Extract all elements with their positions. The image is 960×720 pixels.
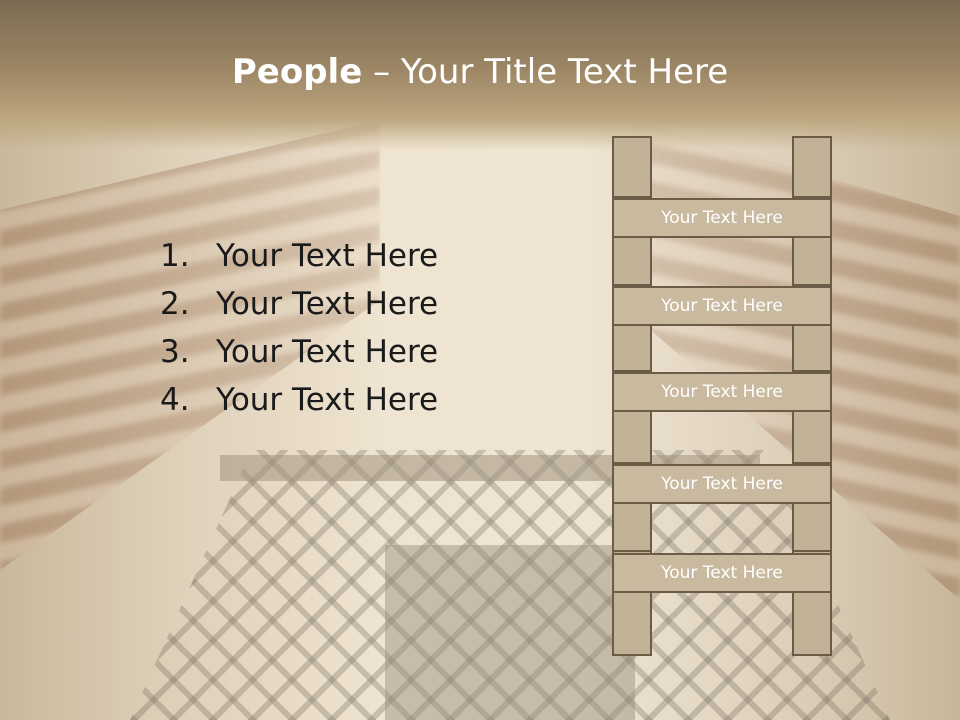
rail-segment-line — [792, 196, 832, 198]
list-item: 3. Your Text Here — [160, 328, 438, 376]
list-text: Your Text Here — [216, 334, 439, 370]
list-number: 4. — [160, 382, 190, 418]
rail-segment-line — [792, 370, 832, 372]
numbered-list[interactable]: 1. Your Text Here 2. Your Text Here 3. Y… — [160, 232, 438, 424]
list-item: 1. Your Text Here — [160, 232, 438, 280]
ladder-rung-5[interactable]: Your Text Here — [612, 553, 832, 593]
rail-segment-line — [612, 550, 652, 552]
list-number: 2. — [160, 286, 190, 322]
list-number: 1. — [160, 238, 190, 274]
ladder-rung-4[interactable]: Your Text Here — [612, 464, 832, 504]
slide-title[interactable]: People – Your Title Text Here — [0, 52, 960, 92]
ladder-rung-2[interactable]: Your Text Here — [612, 286, 832, 326]
rung-label: Your Text Here — [661, 474, 783, 494]
cart-panel — [385, 545, 635, 720]
ladder-rung-1[interactable]: Your Text Here — [612, 198, 832, 238]
list-item: 2. Your Text Here — [160, 280, 438, 328]
title-band — [0, 0, 960, 150]
list-text: Your Text Here — [216, 382, 439, 418]
rail-segment-line — [612, 196, 652, 198]
list-text: Your Text Here — [216, 286, 439, 322]
rung-label: Your Text Here — [661, 563, 783, 583]
rail-segment-line — [792, 550, 832, 552]
title-bold: People — [231, 52, 363, 92]
rail-segment-line — [792, 462, 832, 464]
rung-label: Your Text Here — [661, 208, 783, 228]
list-text: Your Text Here — [216, 238, 439, 274]
ladder-rung-3[interactable]: Your Text Here — [612, 372, 832, 412]
rail-segment-line — [612, 462, 652, 464]
rung-label: Your Text Here — [661, 382, 783, 402]
rail-segment-line — [612, 370, 652, 372]
title-rest: – Your Title Text Here — [373, 52, 729, 92]
rail-segment-line — [612, 284, 652, 286]
rung-label: Your Text Here — [661, 296, 783, 316]
rail-segment-line — [792, 284, 832, 286]
list-number: 3. — [160, 334, 190, 370]
list-item: 4. Your Text Here — [160, 376, 438, 424]
